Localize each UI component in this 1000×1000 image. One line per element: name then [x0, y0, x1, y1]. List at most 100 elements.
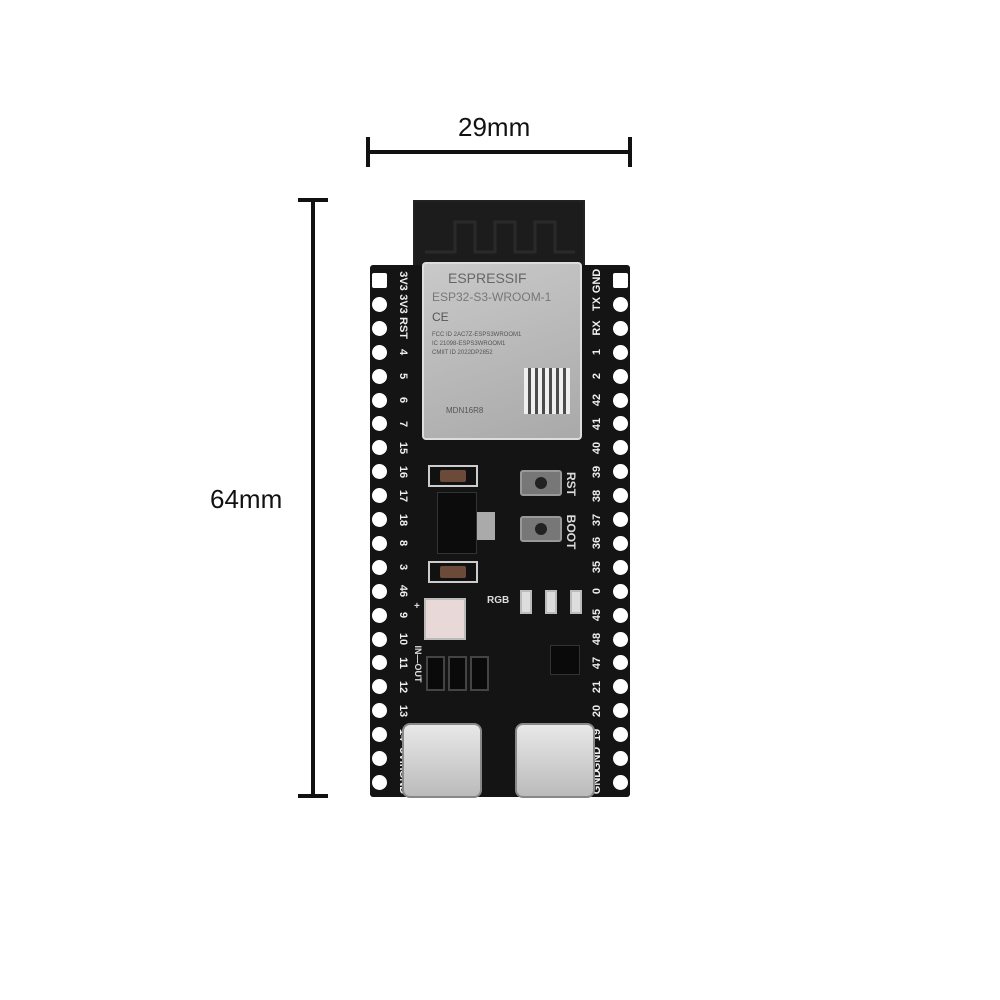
- right-pin-label: 48: [591, 632, 603, 646]
- right-header-pin: [613, 440, 628, 456]
- left-pin-label: 11: [397, 657, 409, 669]
- led-3: [570, 590, 582, 614]
- led-2: [545, 590, 557, 614]
- rgb-led: [424, 598, 466, 640]
- right-pin-label: 45: [591, 608, 603, 622]
- height-dimension-line: [311, 200, 315, 796]
- left-pin-label: 16: [397, 465, 409, 478]
- right-header-pin: [613, 655, 628, 671]
- left-header-pin: [372, 320, 387, 336]
- right-header-pin: [613, 273, 628, 288]
- right-pin-label: 20: [591, 704, 603, 717]
- ic-id: IC 21098-ESPS3WROOM1: [432, 341, 506, 347]
- left-header-pin: [372, 296, 387, 312]
- capacitor-top: [428, 465, 478, 487]
- diode-1: [426, 656, 445, 691]
- right-pin-label: 40: [591, 441, 603, 454]
- right-header-pin: [613, 583, 628, 599]
- left-pin-label: 13: [397, 704, 409, 717]
- rst-button[interactable]: [520, 470, 562, 496]
- pcb-antenna: [413, 200, 585, 268]
- right-pin-label: 36: [591, 537, 603, 550]
- left-header-pin: [372, 559, 387, 575]
- right-pin-label: GND: [591, 268, 603, 293]
- left-header-pin: [372, 488, 387, 504]
- esp32-module: ESPRESSIF ESP32-S3-WROOM-1 CE FCC ID 2AC…: [422, 262, 582, 440]
- right-pin-label: 1: [591, 349, 603, 356]
- width-dimension-tick-right: [628, 137, 632, 167]
- width-dimension-label: 29mm: [458, 112, 531, 142]
- left-header-pin: [372, 679, 387, 695]
- right-pin-label: 41: [591, 417, 603, 431]
- left-pin-label: 4: [397, 349, 409, 356]
- left-header-pin: [372, 416, 387, 432]
- left-pin-label: 46: [397, 585, 409, 598]
- left-header-pin: [372, 751, 387, 766]
- left-header-pin: [372, 774, 387, 790]
- ce-mark: CE: [432, 310, 449, 324]
- right-header-pin: [613, 774, 628, 790]
- left-pin-label: 9: [397, 612, 409, 619]
- left-pin-label: 7: [397, 420, 409, 427]
- cmiit-id: CMIIT ID 2022DP2852: [432, 350, 493, 356]
- left-pin-label: 8: [397, 540, 409, 547]
- left-header-pin: [372, 583, 387, 599]
- right-header-pin: [613, 703, 628, 719]
- in-out-label: IN—OUT: [413, 645, 423, 683]
- right-header-pin: [613, 344, 628, 360]
- module-code: MDN16R8: [446, 406, 484, 415]
- right-pin-label: 42: [591, 393, 603, 407]
- right-header-pin: [613, 535, 628, 551]
- diode-3: [470, 656, 489, 691]
- right-header-pin: [613, 392, 628, 408]
- boot-label: BOOT: [564, 514, 578, 550]
- rst-label: RST: [564, 472, 578, 496]
- right-header-pin: [613, 559, 628, 575]
- usb-c-port-left[interactable]: [402, 723, 482, 798]
- right-header-pin: [613, 679, 628, 695]
- usb-chip: [550, 645, 580, 675]
- left-header-pin: [372, 440, 387, 456]
- right-pin-label: TX: [591, 297, 603, 312]
- right-header-pin: [613, 631, 628, 647]
- height-dimension-tick-bottom: [298, 794, 328, 798]
- led-1: [520, 590, 532, 614]
- left-header-pin: [372, 655, 387, 671]
- usb-c-port-right[interactable]: [515, 723, 595, 798]
- right-header-pin: [613, 751, 628, 766]
- right-header-pin: [613, 416, 628, 432]
- right-pin-label: 0: [591, 588, 603, 595]
- left-header-pin: [372, 512, 387, 527]
- right-header-pin: [613, 320, 628, 336]
- qr-code: [524, 368, 570, 414]
- left-header-pin: [372, 703, 387, 719]
- left-pin-label: 12: [397, 680, 409, 693]
- rgb-plus-label: +: [414, 601, 420, 612]
- left-pin-label: RST: [397, 317, 409, 340]
- left-pin-label: 17: [397, 489, 409, 502]
- diode-2: [448, 656, 467, 691]
- left-pin-label: 18: [397, 513, 409, 526]
- rgb-label: RGB: [487, 595, 510, 606]
- height-dimension-tick-top: [298, 198, 328, 202]
- width-dimension-tick-left: [366, 137, 370, 167]
- voltage-regulator: [437, 492, 477, 554]
- left-pin-label: 3V3: [397, 294, 409, 315]
- left-pin-label: 5: [397, 373, 409, 380]
- right-pin-label: 37: [591, 513, 603, 526]
- right-header-pin: [613, 296, 628, 312]
- module-model: ESP32-S3-WROOM-1: [432, 290, 552, 304]
- fcc-id: FCC ID 2AC7Z-ESPS3WROOM1: [432, 332, 522, 338]
- right-header-pin: [613, 727, 628, 743]
- right-header-pin: [613, 488, 628, 504]
- left-pin-label: 6: [397, 396, 409, 404]
- left-header-pin: [372, 727, 387, 743]
- right-pin-label: 39: [591, 465, 603, 478]
- right-pin-label: 21: [591, 680, 603, 693]
- espressif-logo: ESPRESSIF: [448, 270, 527, 286]
- right-header-pin: [613, 512, 628, 527]
- capacitor-bottom: [428, 561, 478, 583]
- left-pin-label: 15: [397, 441, 409, 454]
- boot-button[interactable]: [520, 516, 562, 542]
- right-pin-label: 35: [591, 561, 603, 574]
